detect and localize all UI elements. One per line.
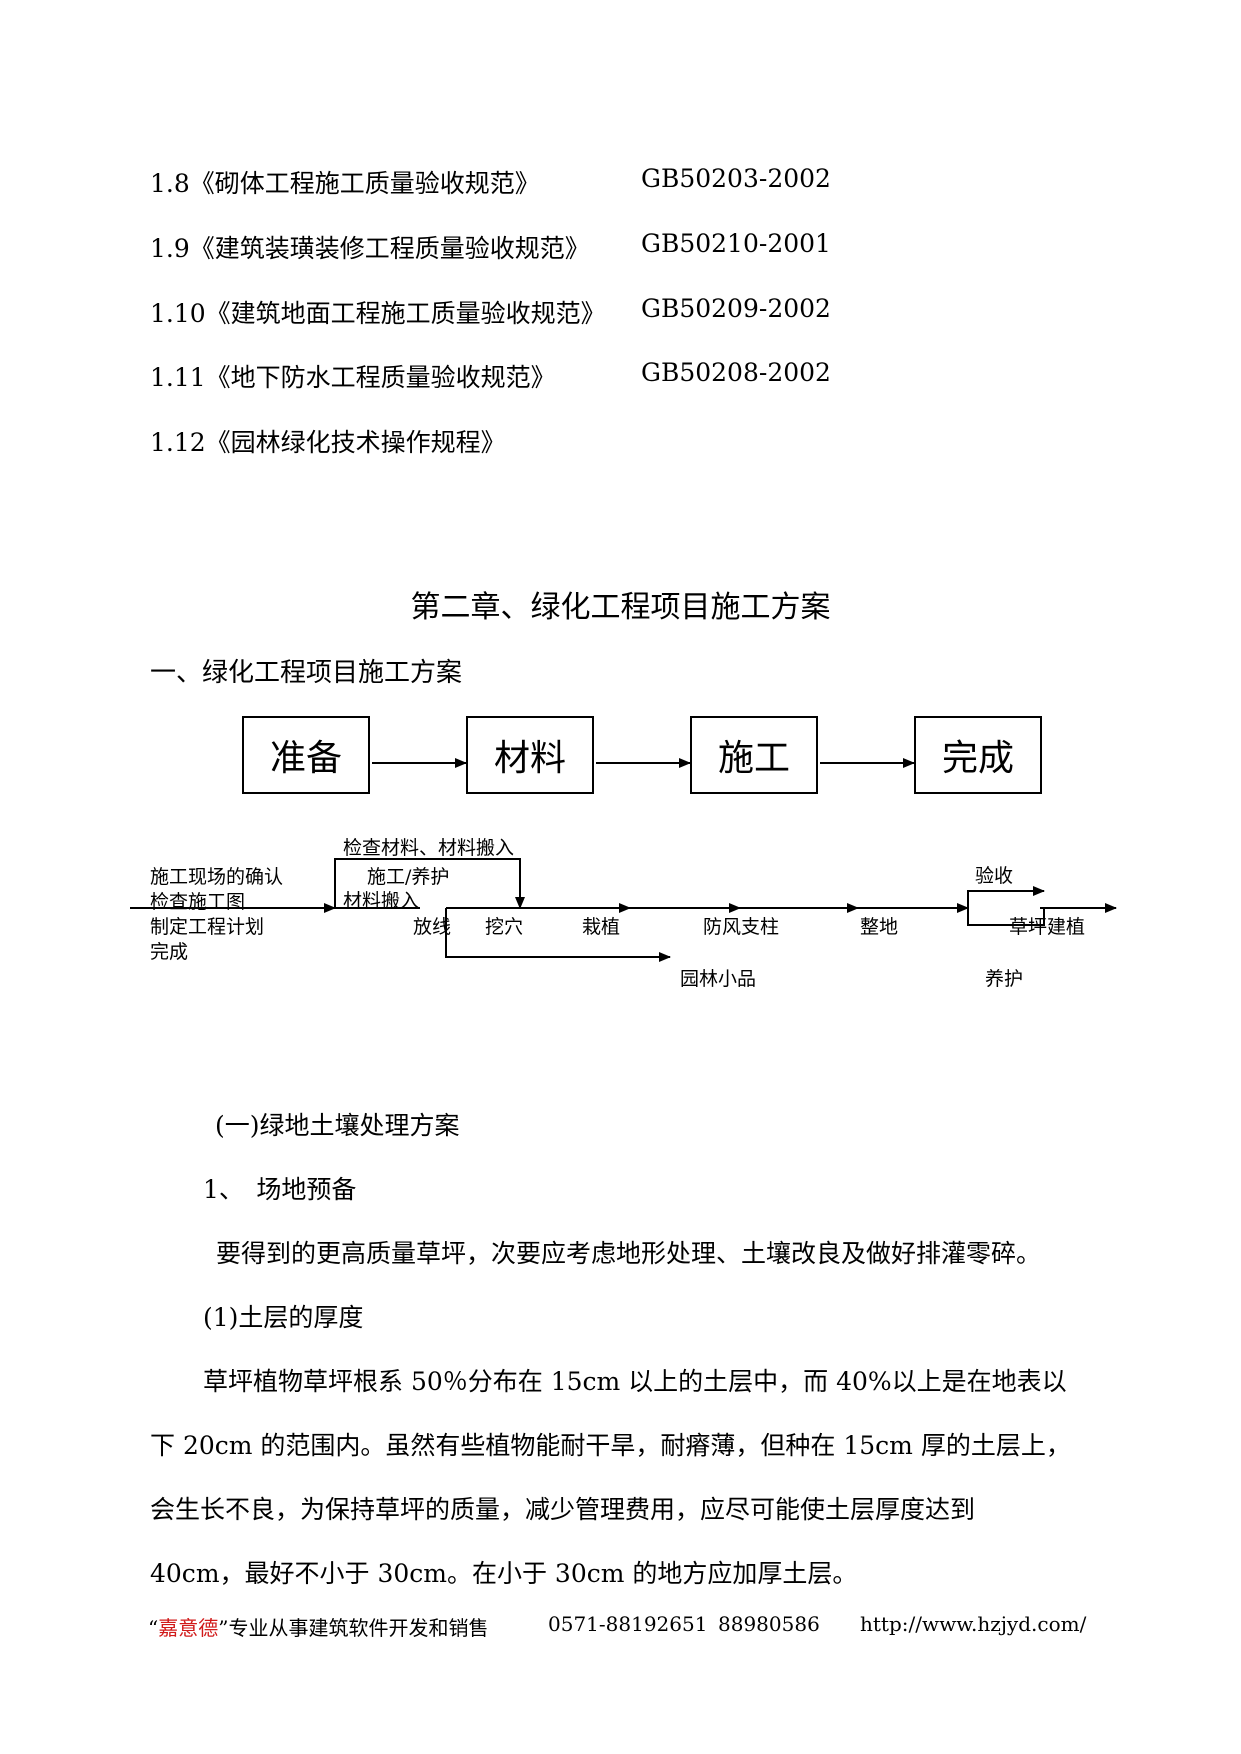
standard-1-9-code: GB50210-2001 <box>641 229 831 258</box>
footer-quote-close: ” <box>218 1616 229 1640</box>
flow-step-plant: 栽植 <box>582 916 621 938</box>
flow-step-windbreak: 防风支柱 <box>703 916 780 938</box>
standard-1-8: 1.8《砌体工程施工质量验收规范》 <box>150 169 540 198</box>
flow-note-complete: 完成 <box>150 941 189 963</box>
footer-phone-1: 0571-88192651 <box>548 1612 708 1636</box>
flow-box-prepare: 准备 <box>242 716 370 794</box>
flow-box-complete: 完成 <box>914 716 1042 794</box>
flow-step-grading: 整地 <box>860 916 899 938</box>
paragraph-2-line-4: 40cm，最好不小于 30cm。在小于 30cm 的地方应加厚土层。 <box>150 1559 858 1588</box>
footer-company: “嘉意德”专业从事建筑软件开发和销售 <box>148 1612 488 1641</box>
standard-1-8-code: GB50203-2002 <box>641 164 831 193</box>
flow-step-dig: 挖穴 <box>485 916 524 938</box>
standard-1-9: 1.9《建筑装璜装修工程质量验收规范》 <box>150 234 590 263</box>
flow-note-construct-maintain: 施工/养护 <box>367 866 450 888</box>
flow-note-site-confirm: 施工现场的确认 <box>150 866 284 888</box>
flow-note-material-in: 材料搬入 <box>343 890 420 912</box>
flow-note-check-material: 检查材料、材料搬入 <box>343 837 515 859</box>
standard-1-12: 1.12《园林绿化技术操作规程》 <box>150 428 506 457</box>
footer-quote-open: “ <box>148 1616 159 1640</box>
paragraph-2-line-3: 会生长不良，为保持草坪的质量，减少管理费用，应尽可能使土层厚度达到 <box>150 1495 976 1524</box>
standard-1-11: 1.11《地下防水工程质量验收规范》 <box>150 363 556 392</box>
flow-step-lawn: 草坪建植 <box>1009 916 1086 938</box>
footer-phone-2: 88980586 <box>718 1612 820 1636</box>
item-1-1-heading: (1)土层的厚度 <box>203 1303 364 1332</box>
flow-step-layout: 放线 <box>413 916 452 938</box>
standard-1-11-code: GB50208-2002 <box>641 358 831 387</box>
standard-1-10-code: GB50209-2002 <box>641 294 831 323</box>
paragraph-1: 要得到的更高质量草坪，次要应考虑地形处理、土壤改良及做好排灌零碎。 <box>216 1239 1042 1268</box>
footer-url[interactable]: http://www.hzjyd.com/ <box>860 1612 1087 1636</box>
paragraph-2-line-1: 草坪植物草坪根系 50％分布在 15cm 以上的土层中，而 40%以上是在地表以 <box>203 1367 1067 1396</box>
flow-box-construction: 施工 <box>690 716 818 794</box>
standard-1-10: 1.10《建筑地面工程施工质量验收规范》 <box>150 299 606 328</box>
item-1-heading: 1、 场地预备 <box>203 1175 357 1204</box>
flow-box-material: 材料 <box>466 716 594 794</box>
flow-note-plan: 制定工程计划 <box>150 916 265 938</box>
paragraph-2-line-2: 下 20cm 的范围内。虽然有些植物能耐干旱，耐瘠薄，但种在 15cm 厚的土层… <box>150 1431 1071 1460</box>
footer-brand: 嘉意德 <box>158 1616 219 1640</box>
flow-note-maintain: 养护 <box>985 968 1024 990</box>
footer-slogan: 专业从事建筑软件开发和销售 <box>228 1616 489 1640</box>
flow-note-inspect: 验收 <box>975 865 1014 887</box>
section-title: 一、绿化工程项目施工方案 <box>150 658 463 688</box>
chapter-title: 第二章、绿化工程项目施工方案 <box>410 590 831 625</box>
flow-branch-garden-items: 园林小品 <box>680 968 757 990</box>
subsection-title: (一)绿地土壤处理方案 <box>215 1111 460 1140</box>
flow-note-check-drawings: 检查施工图 <box>150 891 246 913</box>
